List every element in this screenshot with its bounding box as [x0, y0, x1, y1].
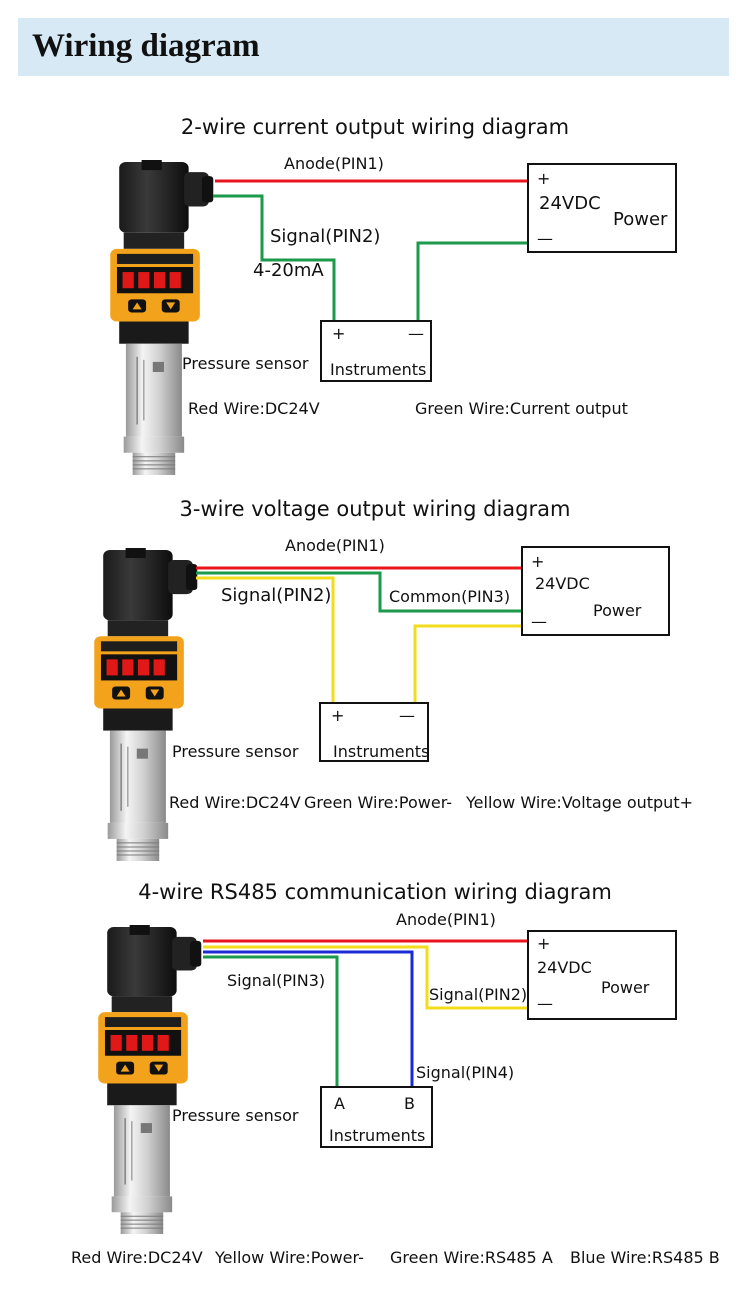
legend-item: Red Wire:DC24V [169, 793, 301, 812]
signal-label: Signal(PIN2) [270, 226, 381, 247]
power-plus: + [537, 169, 551, 188]
anode-label: Anode(PIN1) [285, 536, 385, 555]
instruments-right: B [404, 1094, 415, 1113]
legend-item: Yellow Wire:Voltage output+ [466, 793, 693, 812]
diagram-heading: 4-wire RS485 communication wiring diagra… [138, 880, 612, 904]
anode-label: Anode(PIN1) [284, 154, 384, 173]
power-name: Power [601, 978, 650, 997]
green-wire [416, 241, 528, 322]
legend-item: Yellow Wire:Power- [215, 1248, 364, 1267]
yellow-wire [413, 624, 522, 703]
instruments-box: A B Instruments [320, 1086, 433, 1148]
instruments-left: + [332, 324, 346, 343]
instruments-left: A [334, 1094, 345, 1113]
legend-item: Green Wire:Current output [415, 399, 628, 418]
power-voltage: 24VDC [535, 574, 590, 593]
page-title: Wiring diagram [32, 28, 260, 64]
diagram-heading: 3-wire voltage output wiring diagram [179, 497, 571, 521]
signal-label: Signal(PIN2) [221, 585, 332, 606]
yellow-wire [196, 576, 335, 703]
common-label: Common(PIN3) [389, 587, 511, 606]
legend-item: Blue Wire:RS485 B [570, 1248, 720, 1267]
wiring-lines [213, 179, 528, 322]
instruments-name: Instruments [330, 360, 427, 379]
sensor-label: Pressure sensor [172, 742, 299, 761]
green-wire [196, 571, 522, 613]
power-voltage: 24VDC [539, 193, 601, 214]
blue-wire [203, 950, 414, 1087]
legend-item: Green Wire:RS485 A [390, 1248, 553, 1267]
diagram-3-wire: 3-wire voltage output wiring diagram Ano… [0, 497, 693, 870]
diagram-2-wire: 2-wire current output wiring diagram Ano… [0, 0, 750, 470]
sensor-label: Pressure sensor [182, 354, 309, 373]
instruments-box: + — Instruments [319, 702, 429, 762]
power-minus: — [537, 229, 553, 248]
sensor-label: Pressure sensor [172, 1106, 299, 1125]
diagram-heading: 2-wire current output wiring diagram [180, 115, 570, 139]
signal4-label: Signal(PIN4) [416, 1063, 515, 1082]
power-minus: — [537, 994, 553, 1013]
legend-item: Red Wire:DC24V [188, 399, 320, 418]
green-wire [213, 194, 336, 322]
title-banner: Wiring diagram [18, 18, 729, 76]
legend-item: Green Wire:Power- [304, 793, 453, 812]
power-plus: + [531, 552, 545, 571]
power-name: Power [613, 209, 668, 230]
wiring-lines [196, 566, 522, 703]
legend-item: Red Wire:DC24V [71, 1248, 203, 1267]
power-name: Power [593, 601, 642, 620]
current-label: 4-20mA [253, 260, 324, 281]
instruments-left: + [331, 706, 345, 725]
power-box: + 24VDC Power — [521, 546, 670, 636]
instruments-name: Instruments [329, 1126, 426, 1145]
signal2-label: Signal(PIN2) [429, 985, 528, 1004]
instruments-right: — [399, 706, 415, 725]
yellow-wire [203, 945, 528, 1010]
instruments-name: Instruments [333, 742, 430, 761]
power-plus: + [537, 934, 551, 953]
instruments-right: — [408, 324, 424, 343]
power-box: + 24VDC Power — [527, 163, 677, 253]
power-box: + 24VDC Power — [527, 930, 677, 1020]
green-wire [203, 955, 339, 1087]
instruments-box: + — Instruments [320, 320, 432, 382]
power-voltage: 24VDC [537, 958, 592, 977]
signal3-label: Signal(PIN3) [227, 971, 326, 990]
power-minus: — [531, 612, 547, 631]
anode-label: Anode(PIN1) [396, 910, 496, 929]
